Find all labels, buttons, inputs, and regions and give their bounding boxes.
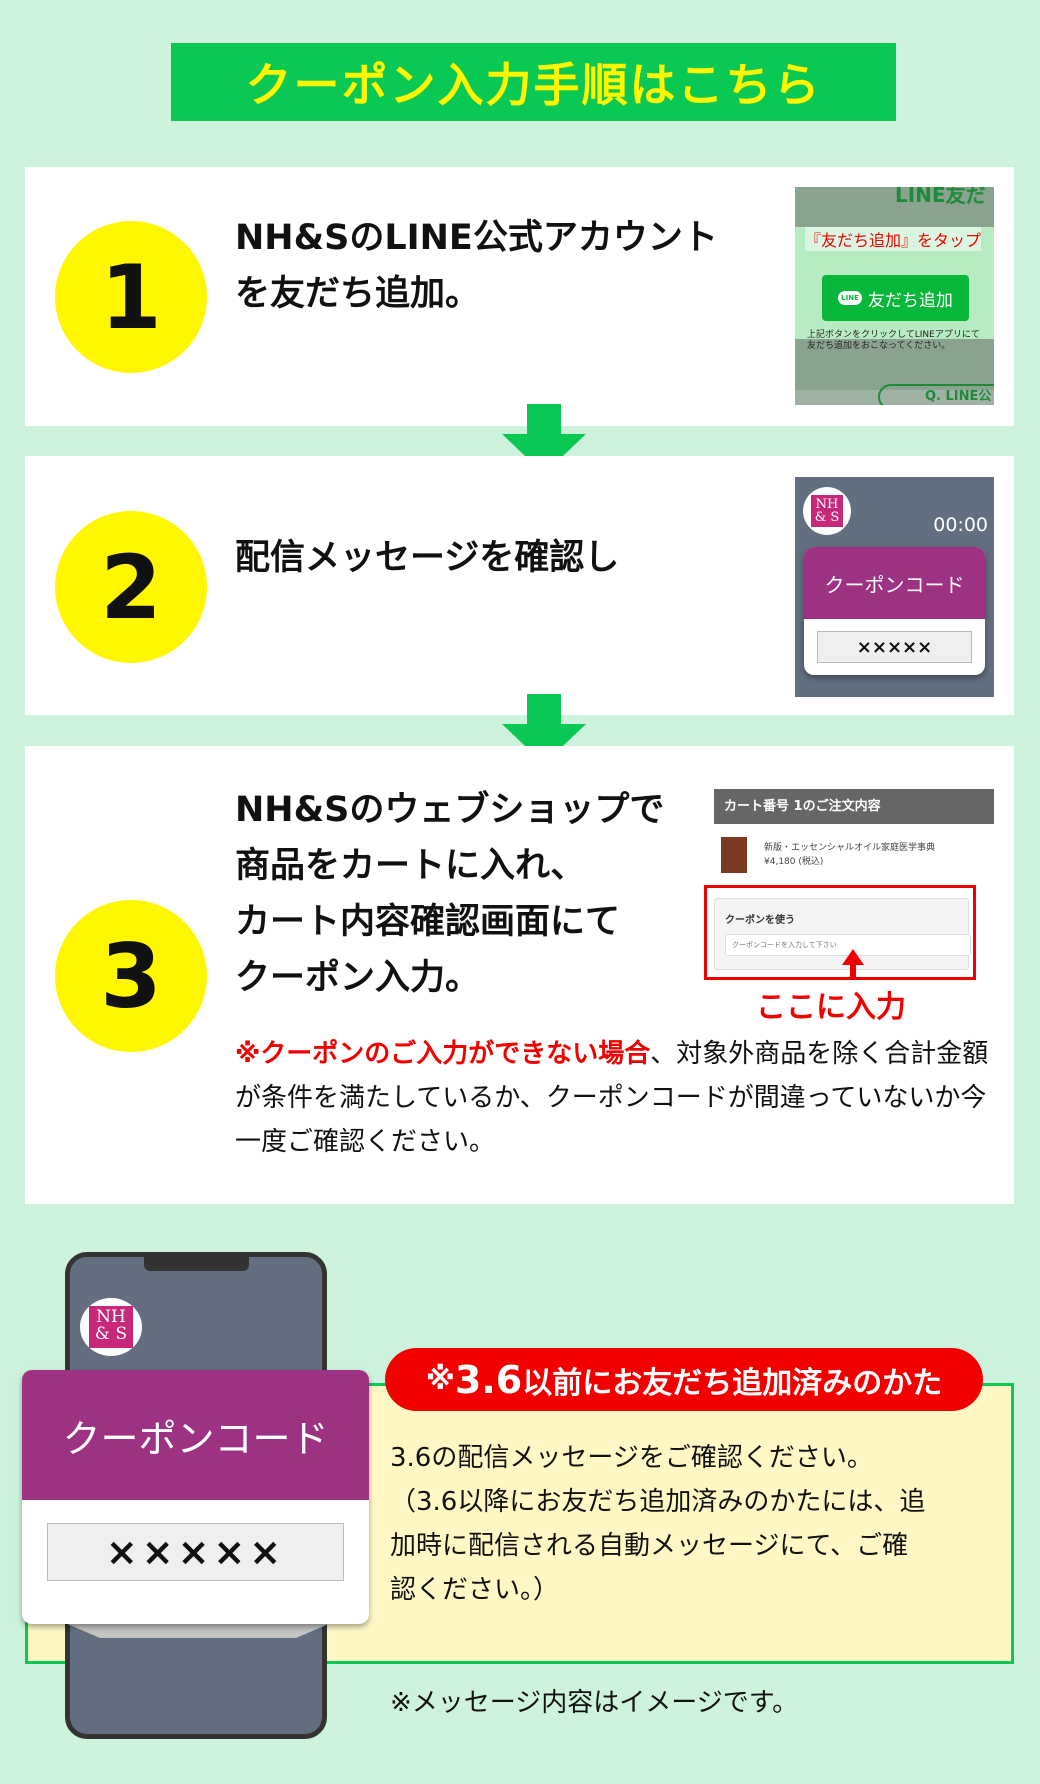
- add-friend-button: LINE 友だち追加: [822, 275, 969, 321]
- coupon-message-screenshot: NH& S 00:00 クーポンコード ×××××: [795, 477, 994, 697]
- line-add-friend-screenshot: LINE友だ 『友だち追加』をタップ LINE 友だち追加 上記ボタンをクリック…: [795, 187, 994, 405]
- line-icon: LINE: [838, 291, 862, 305]
- notice-body: 3.6の配信メッセージをご確認ください。 （3.6以降にお友だち追加済みのかたに…: [390, 1443, 926, 1605]
- phone-notch: [144, 1256, 249, 1271]
- step-number-2: 2: [55, 511, 207, 663]
- step-number-1: 1: [55, 221, 207, 373]
- cart-screenshot: カート番号 1のご注文内容 新版・エッセンシャルオイル家庭医学事典 ¥4,180…: [704, 789, 994, 1025]
- step-1-text: NH&SのLINE公式アカウント を友だち追加。: [235, 218, 718, 314]
- nhs-logo: NH& S: [80, 1298, 142, 1356]
- page-title: クーポン入力手順はこちら: [171, 43, 896, 121]
- coupon-code-input[interactable]: [725, 934, 971, 956]
- highlight-frame: [704, 885, 976, 980]
- up-arrow-icon: [842, 949, 864, 977]
- nhs-logo: NH& S: [803, 487, 851, 535]
- footnote: ※メッセージ内容はイメージです。: [390, 1688, 799, 1718]
- coupon-card: クーポンコード ×××××: [804, 547, 985, 675]
- coupon-card: クーポンコード ×××××: [22, 1370, 369, 1624]
- step-2-text: 配信メッセージを確認し: [235, 538, 620, 578]
- book-image: [721, 837, 747, 873]
- coupon-warning-note: ※クーポンのご入力ができない場合、対象外商品を除く合計金額が条件を満たしているか…: [235, 1039, 989, 1157]
- step-3-text: NH&Sのウェブショップで 商品をカートに入れ、 カート内容確認画面にて クーポ…: [235, 790, 665, 998]
- step-number-3: 3: [55, 900, 207, 1052]
